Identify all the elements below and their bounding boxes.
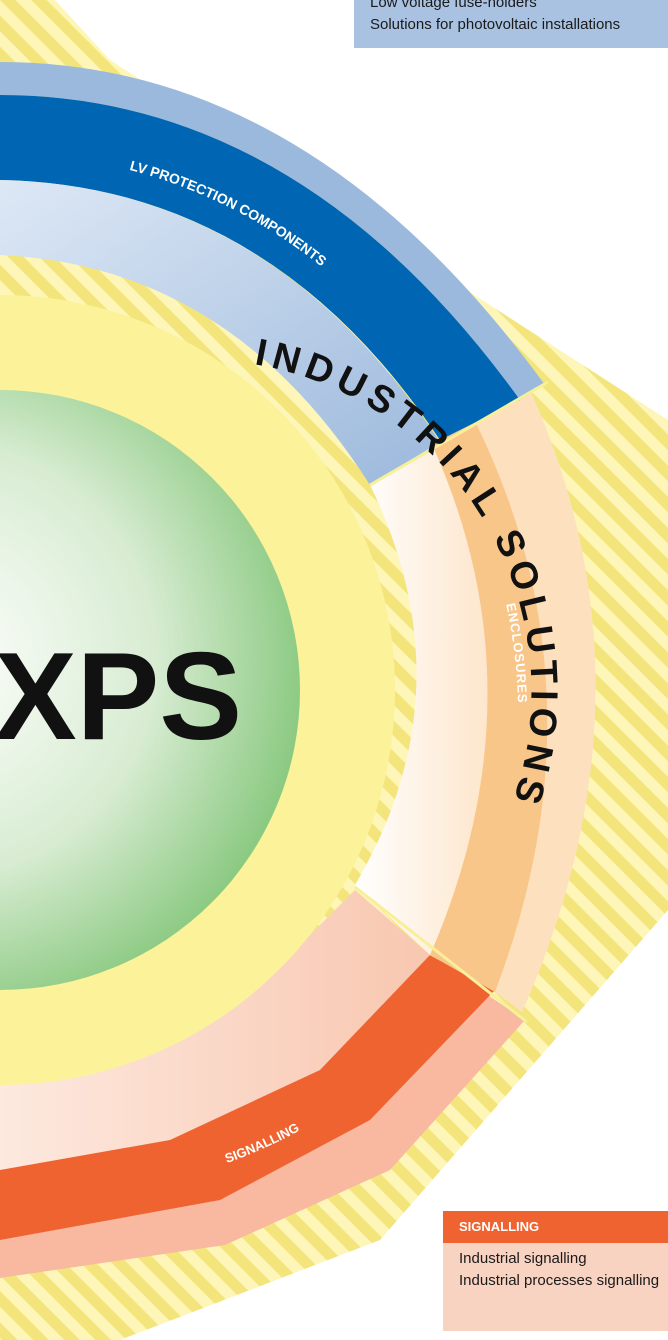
enclosures-inner-band xyxy=(355,440,488,955)
enclosures-outer-band xyxy=(470,390,596,1012)
info-line: Low voltage fuse-holders xyxy=(370,0,537,11)
core-circle xyxy=(0,390,300,990)
signalling-box-title: SIGNALLING xyxy=(443,1211,668,1243)
signalling-inner-band xyxy=(0,890,430,1170)
lv-protection-inner-band xyxy=(0,180,440,485)
separator-enclosures-signalling xyxy=(354,885,528,1024)
lv-protection-band xyxy=(0,95,520,440)
separator-lv-enclosures xyxy=(369,380,549,487)
brand-logo: XPS xyxy=(0,628,242,766)
signalling-info-box: SIGNALLING Industrial signalling Industr… xyxy=(443,1211,668,1331)
info-line: Industrial processes signalling xyxy=(459,1272,660,1289)
info-line: Industrial signalling xyxy=(459,1250,587,1267)
info-line: Solutions for photovoltaic installations xyxy=(370,16,621,33)
lv-protection-outer-band xyxy=(0,62,545,400)
lv-protection-info-box: Low voltage fuse-holders Solutions for p… xyxy=(354,0,668,48)
enclosures-band xyxy=(428,415,548,992)
signalling-outer-band xyxy=(0,990,525,1278)
signalling-box-body xyxy=(443,1243,668,1331)
